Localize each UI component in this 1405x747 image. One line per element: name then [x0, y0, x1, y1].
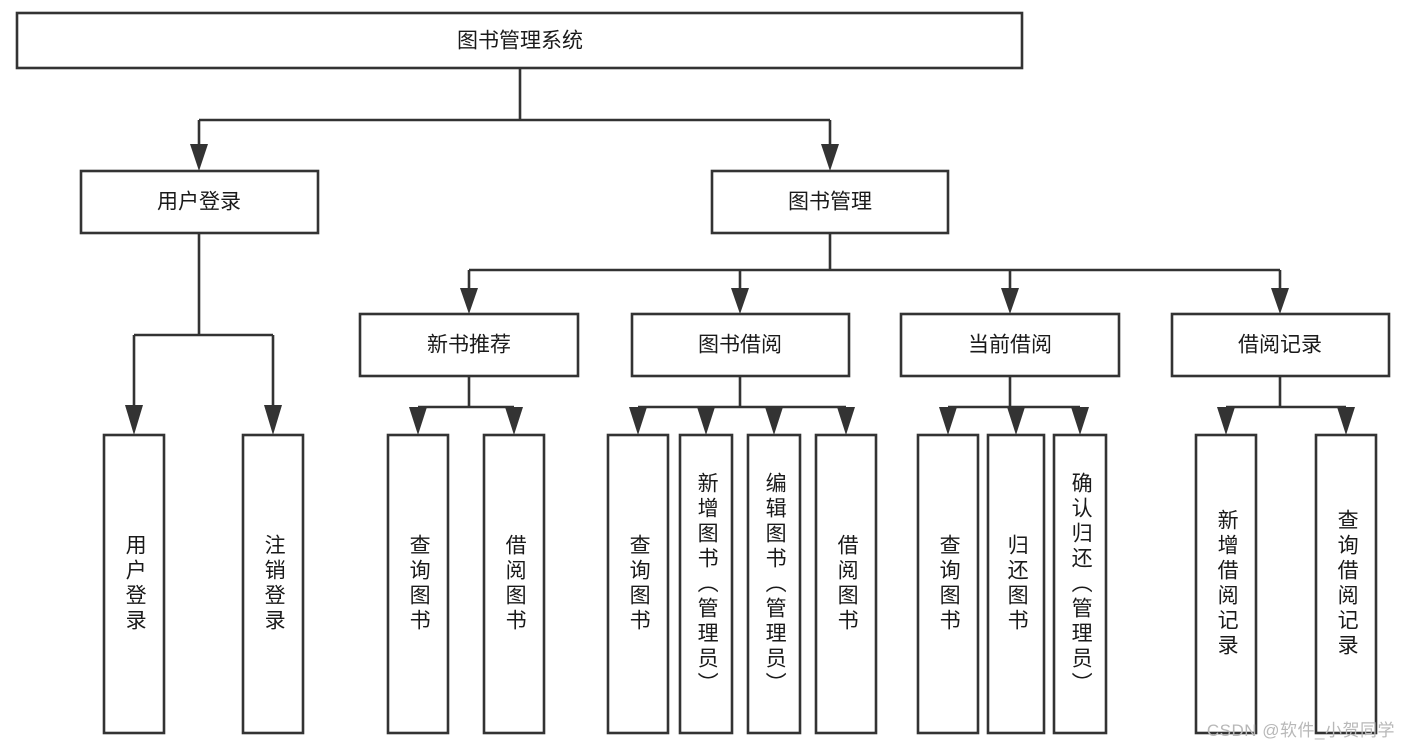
- leaf-query-book-3-box[interactable]: [916, 433, 980, 735]
- leaf-borrow-book-1-box[interactable]: [482, 433, 546, 735]
- node-new-book-recommend-box[interactable]: [358, 312, 580, 378]
- arrowhead-borrow-record: [1271, 288, 1289, 314]
- node-current-borrow-label: 当前借阅: [968, 334, 1052, 357]
- arrowhead-leaf-query-book-2: [629, 407, 647, 435]
- arrowhead-leaf-borrow-book-2: [837, 407, 855, 435]
- csdn-watermark: CSDN @软件_小贺同学: [1206, 721, 1395, 740]
- leaf-return-book-box[interactable]: [986, 433, 1046, 735]
- leaf-logout-box[interactable]: [241, 433, 305, 735]
- leaf-add-book-box[interactable]: [678, 433, 734, 735]
- leaf-confirm-return-box[interactable]: [1052, 433, 1108, 735]
- arrowhead-leaf-user-login: [125, 405, 143, 435]
- arrowhead-user-login: [190, 144, 208, 171]
- node-book-borrow[interactable]: 图书借阅: [630, 312, 851, 378]
- node-new-book-recommend[interactable]: 新书推荐: [358, 312, 580, 378]
- node-user-login-label: 用户登录: [157, 191, 241, 214]
- connector-group-current-borrow: [939, 376, 1089, 435]
- node-book-manage-box[interactable]: [710, 169, 950, 235]
- node-borrow-record[interactable]: 借阅记录: [1170, 312, 1391, 378]
- connector-group-user-login: [125, 233, 282, 435]
- leaf-query-book-2-box[interactable]: [606, 433, 670, 735]
- arrowhead-leaf-borrow-book-1: [505, 407, 523, 435]
- connector-group-borrow-record: [1217, 376, 1355, 435]
- node-book-borrow-label: 图书借阅: [698, 334, 782, 357]
- arrowhead-leaf-query-record: [1337, 407, 1355, 435]
- arrowhead-leaf-add-book: [697, 407, 715, 435]
- leaf-boxes: [102, 433, 1378, 735]
- node-book-borrow-box[interactable]: [630, 312, 851, 378]
- arrowhead-leaf-return-book: [1007, 407, 1025, 435]
- connector-group-new-book-recommend: [409, 376, 523, 435]
- leaf-user-login-box[interactable]: [102, 433, 166, 735]
- leaf-query-book-1-box[interactable]: [386, 433, 450, 735]
- leaf-query-record-box[interactable]: [1314, 433, 1378, 735]
- arrowhead-leaf-edit-book: [765, 407, 783, 435]
- arrowhead-leaf-confirm-return: [1071, 407, 1089, 435]
- connector-group-root: [190, 68, 839, 171]
- arrowhead-book-borrow: [731, 288, 749, 314]
- leaf-add-record-box[interactable]: [1194, 433, 1258, 735]
- node-root-box[interactable]: [15, 11, 1024, 70]
- arrowhead-book-manage: [821, 144, 839, 171]
- arrowhead-current-borrow: [1001, 288, 1019, 314]
- arrowhead-leaf-query-book-1: [409, 407, 427, 435]
- node-root-label: 图书管理系统: [457, 30, 583, 53]
- leaf-borrow-book-2-box[interactable]: [814, 433, 878, 735]
- node-user-login[interactable]: 用户登录: [79, 169, 320, 235]
- node-current-borrow[interactable]: 当前借阅: [899, 312, 1121, 378]
- node-book-manage[interactable]: 图书管理: [710, 169, 950, 235]
- arrowhead-leaf-query-book-3: [939, 407, 957, 435]
- node-book-manage-label: 图书管理: [788, 191, 872, 214]
- leaf-edit-book-box[interactable]: [746, 433, 802, 735]
- node-borrow-record-label: 借阅记录: [1238, 334, 1322, 357]
- node-new-book-recommend-label: 新书推荐: [427, 334, 511, 357]
- connector-group-book-borrow: [629, 376, 855, 435]
- arrowhead-new-book-recommend: [460, 288, 478, 314]
- node-root[interactable]: 图书管理系统: [15, 11, 1024, 70]
- node-user-login-box[interactable]: [79, 169, 320, 235]
- node-current-borrow-box[interactable]: [899, 312, 1121, 378]
- node-borrow-record-box[interactable]: [1170, 312, 1391, 378]
- arrowhead-leaf-add-record: [1217, 407, 1235, 435]
- arrowhead-leaf-logout: [264, 405, 282, 435]
- connector-group-book-manage: [460, 233, 1289, 314]
